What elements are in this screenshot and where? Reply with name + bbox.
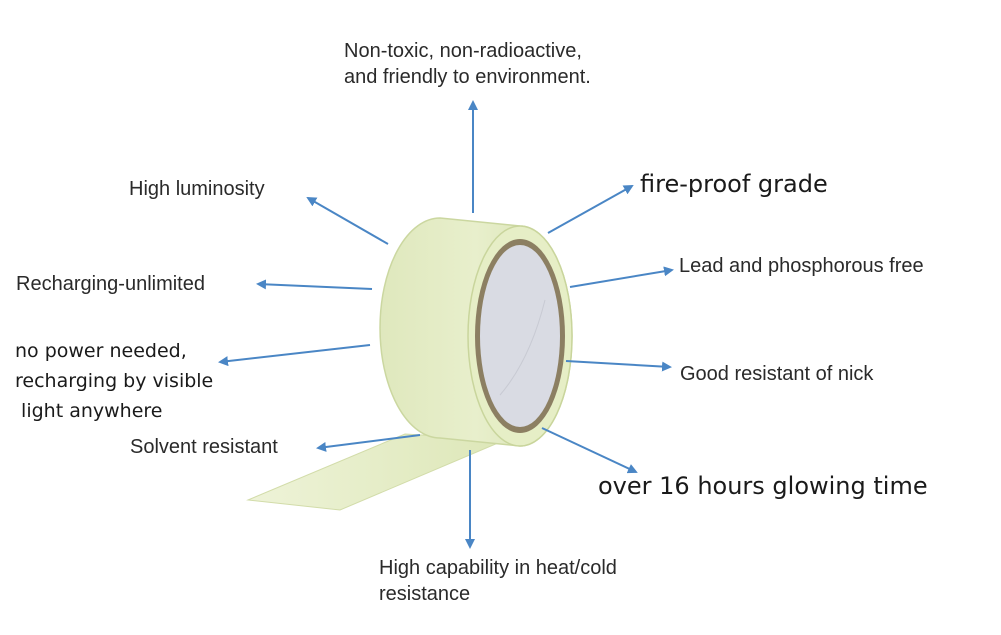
label-no-power-line-1: no power needed, xyxy=(15,340,187,362)
arrow-fire-proof xyxy=(547,185,634,234)
arrows xyxy=(218,100,674,549)
label-fire-proof: fire-proof grade xyxy=(640,170,828,198)
label-solvent-resistant: Solvent resistant xyxy=(130,436,278,458)
label-high-luminosity: High luminosity xyxy=(129,178,265,200)
arrow-glowing-time xyxy=(541,427,638,474)
arrow-solvent-resistant xyxy=(316,434,421,452)
label-heat-cold: High capability in heat/cold resistance xyxy=(379,555,617,607)
arrow-lead-free xyxy=(569,266,674,288)
label-good-resistant: Good resistant of nick xyxy=(680,363,874,385)
tape-roll xyxy=(379,217,573,447)
label-no-power-line-2: recharging by visible xyxy=(15,370,214,392)
label-heat-cold-line-2: resistance xyxy=(379,583,471,605)
arrow-recharging-unlimited xyxy=(256,279,373,290)
arrow-no-power xyxy=(218,344,371,367)
label-glowing-time: over 16 hours glowing time xyxy=(598,472,928,500)
arrow-good-resistant xyxy=(565,360,672,372)
label-non-toxic: Non-toxic, non-radioactive, and friendly… xyxy=(344,38,591,90)
label-non-toxic-line-2: and friendly to environment. xyxy=(344,66,591,88)
label-recharging-unlimited: Recharging-unlimited xyxy=(16,273,205,295)
tape-core-face xyxy=(480,245,560,427)
label-no-power: no power needed, recharging by visible l… xyxy=(15,336,213,426)
label-lead-free: Lead and phosphorous free xyxy=(679,255,924,277)
arrow-high-luminosity xyxy=(306,197,389,245)
label-heat-cold-line-1: High capability in heat/cold xyxy=(379,557,617,579)
label-non-toxic-line-1: Non-toxic, non-radioactive, xyxy=(344,40,582,62)
tape-strip xyxy=(246,433,506,511)
label-no-power-line-3: light anywhere xyxy=(15,400,163,422)
